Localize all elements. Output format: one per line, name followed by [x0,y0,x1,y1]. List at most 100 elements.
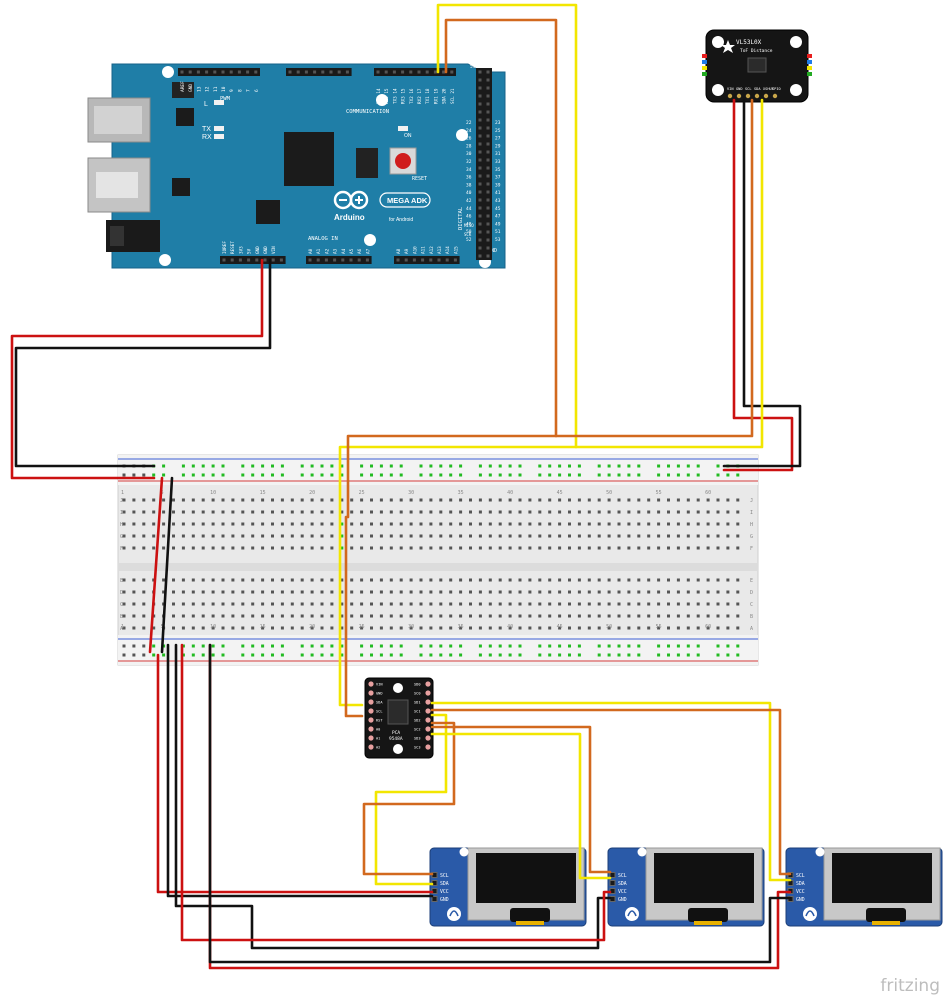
column-number: 45 [557,624,563,630]
bb-hole [478,546,482,550]
pin-label: 42 [466,198,472,204]
pin-label: 33 [495,159,501,165]
bb-hole [399,602,403,606]
bb-hole [409,602,413,606]
bb-hole [558,590,562,594]
bb-hole [389,590,393,594]
rail-hole [449,464,453,468]
bb-hole [617,534,621,538]
pin-label: SCL 21 [450,88,456,104]
rail-hole [221,653,225,657]
mux-pin [368,744,374,750]
bb-hole [122,626,126,630]
bb-hole [676,602,680,606]
header-pin [486,134,490,138]
bb-hole [676,578,680,582]
bb-hole [577,602,581,606]
bb-hole [488,626,492,630]
rail-hole [637,473,641,477]
bb-hole [647,626,651,630]
rail-hole [716,464,720,468]
bb-hole [320,498,324,502]
rail-hole [142,473,146,477]
bb-hole [617,578,621,582]
pin-label: A8 [396,248,402,254]
bb-hole [439,602,443,606]
bb-hole [300,534,304,538]
rail-hole [459,473,463,477]
row-letter: I [120,510,123,516]
bb-hole [370,534,373,538]
grove-logo-mark [449,910,459,917]
rail-hole [538,464,542,468]
bb-hole [241,578,245,582]
header-pin [486,182,490,186]
bb-hole [607,510,611,514]
pin-label: 27 [495,136,501,142]
bb-hole [132,614,136,618]
rail-hole [696,464,700,468]
bb-hole [657,626,661,630]
rail-hole [300,473,304,477]
rail-hole [152,473,156,477]
bb-hole [617,522,621,526]
rail-hole [379,644,383,648]
bb-hole [231,578,235,582]
rail-hole [498,473,502,477]
pin-label: 44 [466,206,472,212]
bb-hole [726,546,730,550]
oled-pin-label: GND [440,897,449,903]
rail-hole [508,653,512,657]
bb-hole [211,522,215,526]
bb-hole [290,510,294,514]
bb-hole [667,614,670,618]
grove-logo-icon [803,907,817,921]
header-pin [478,102,482,106]
rail-hole [508,464,512,468]
bb-hole [469,626,472,630]
bb-hole [726,590,730,594]
bb-hole [142,578,146,582]
bb-hole [528,626,532,630]
rail-hole [686,464,690,468]
rail-hole [488,653,492,657]
bb-hole [647,498,651,502]
bb-hole [449,534,453,538]
bb-hole [261,614,265,618]
bb-hole [488,534,492,538]
rail-hole [696,653,700,657]
pin-label: 3V3 [238,246,244,254]
bb-hole [241,510,245,514]
bb-hole [667,522,670,526]
pin-label: 46 [466,214,472,220]
rail-hole [181,644,185,648]
bb-hole [736,522,740,526]
pin-label: 24 [466,128,472,134]
rail-hole [676,464,680,468]
rail-hole [330,644,334,648]
bb-hole [340,510,344,514]
mux-subtitle: 9548A [389,736,403,742]
header-pin [478,118,482,122]
header-pin [384,70,388,74]
bb-hole [528,498,532,502]
bb-hole [379,626,383,630]
bb-hole [409,590,413,594]
bb-hole [251,498,255,502]
header-pin [478,182,482,186]
bb-hole [320,626,324,630]
bb-hole [419,626,423,630]
bb-hole [627,498,631,502]
oled-pin-label: SDA [796,881,805,887]
header-pin [254,70,258,74]
bb-hole [350,602,354,606]
oled-pin-label: VCC [618,889,627,895]
bb-hole [498,590,502,594]
rail-hole [300,464,304,468]
bb-hole [271,614,274,618]
bb-hole [607,578,611,582]
header-pin [478,134,482,138]
row-letter: F [120,546,123,552]
bb-hole [686,546,690,550]
header-pin [486,142,490,146]
